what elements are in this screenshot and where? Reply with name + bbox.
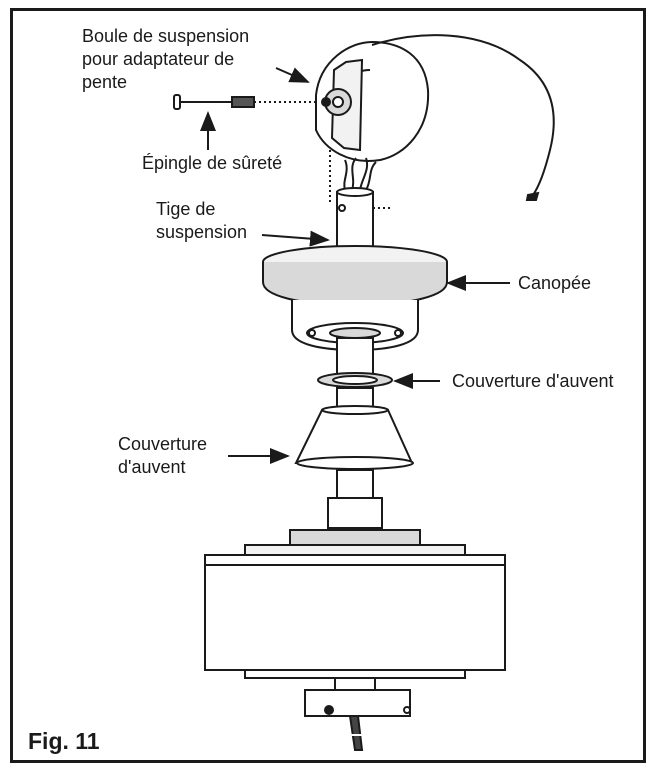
downrod [336,187,392,253]
switch-housing [304,689,411,751]
label-hanger-ball-line2: pour adaptateur de [82,49,235,69]
canopy-cover-cone [294,405,414,470]
label-downrod-line1: Tige de [156,199,216,219]
leader-arrows [200,67,510,464]
label-hanger-ball: Boule de suspension pour adaptateur de p… [82,25,249,94]
canopy [262,245,448,352]
label-canopy: Canopée [518,273,592,293]
arrow-downrod [261,230,330,247]
label-hanger-ball-line3: pente [82,72,128,92]
downrod-lower [336,337,374,379]
hanger-ball [321,88,352,116]
label-canopy-cover-cone: Couverture d'auvent [118,433,207,479]
label-hanger-ball-line1: Boule de suspension [82,26,250,46]
figure-label: Fig. 11 [28,728,100,754]
label-canopy-cover-cone-line1: Couverture [118,434,208,454]
canopy-cover-ring [317,372,393,388]
label-canopy-cover-cone-line2: d'auvent [118,457,186,477]
safety-pin [173,94,318,110]
label-canopy-cover-ring: Couverture d'auvent [452,371,614,391]
motor-coupler [327,469,383,531]
arrow-hanger-ball [275,67,310,83]
label-safety-pin: Épingle de sûreté [142,153,283,173]
label-downrod-line2: suspension [156,222,248,242]
label-downrod: Tige de suspension [156,198,247,244]
motor-housing [204,529,506,691]
mounting-bracket [315,34,555,201]
